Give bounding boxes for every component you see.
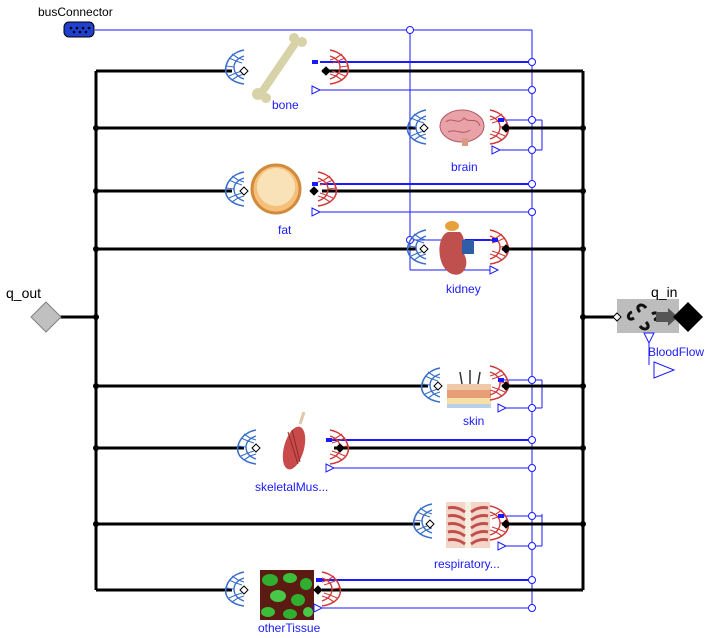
bone-label: bone [272,98,299,112]
skin-icon [447,370,491,408]
bone-component[interactable] [224,33,350,103]
q-in-label: q_in [651,284,677,300]
respiratory-label: respiratory... [434,557,500,571]
ribcage-icon [446,502,490,548]
other-tissue-label: otherTissue [258,621,321,635]
other-tissue-component[interactable] [224,570,342,620]
q-out-label: q_out [6,285,41,301]
brain-component[interactable] [406,109,511,155]
signal-wiring-thick [320,61,532,581]
kidney-component[interactable] [406,221,511,275]
fat-component[interactable] [224,163,338,217]
flow-junctions [93,125,586,527]
bus-connector-label: busConnector [38,5,113,19]
bone-icon [252,33,307,103]
tissue-icon [260,570,314,620]
brain-label: brain [451,160,478,174]
kidney-label: kidney [446,282,481,296]
fat-label: fat [278,223,292,237]
skin-component[interactable] [420,365,511,413]
flow-wiring [60,69,618,592]
blood-flow-label: BloodFlow [648,345,704,359]
blood-flow-input[interactable] [643,332,676,379]
kidney-icon [439,221,474,275]
muscle-icon [282,411,306,470]
blood-flow-pump[interactable] [612,299,679,333]
respiratory-component[interactable] [412,502,511,551]
q-out-port[interactable] [30,301,62,333]
bus-connector[interactable] [63,21,95,38]
q-in-port[interactable] [673,302,703,332]
skin-label: skin [463,414,484,428]
brain-icon [439,109,485,146]
skeletal-muscle-label: skeletalMus... [255,480,328,494]
fat-icon [250,163,302,215]
skeletal-muscle-component[interactable] [236,411,350,473]
